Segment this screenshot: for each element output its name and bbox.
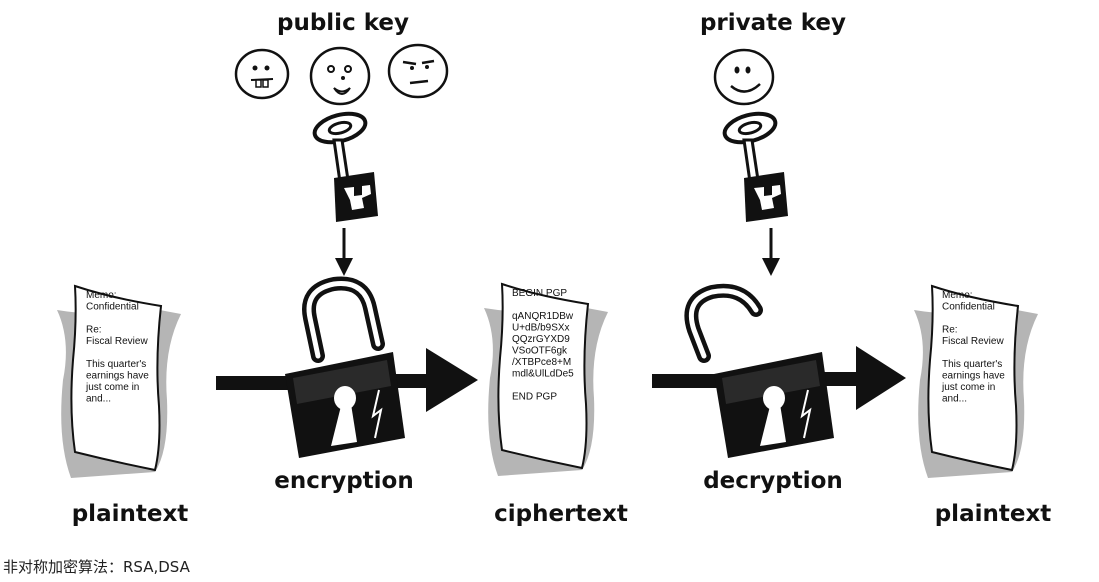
document-line: earnings have	[942, 371, 1005, 382]
decryption-label: decryption	[703, 468, 843, 494]
document-line: BEGIN PGP	[512, 288, 567, 299]
ciphertext-label: ciphertext	[494, 501, 628, 527]
smiley-face-icon	[713, 48, 775, 106]
face-icon-2	[309, 46, 371, 106]
document-line: qANQR1DBw	[512, 311, 574, 322]
document-line	[86, 348, 89, 359]
document-line: U+dB/b9SXx	[512, 323, 570, 334]
document-line: Re:	[86, 325, 102, 336]
plaintext-document-left: Memo:Confidential Re:Fiscal Review This …	[56, 285, 182, 479]
document-line: and...	[942, 394, 967, 405]
face-icon-1	[234, 48, 290, 100]
face-icon-3	[387, 43, 449, 99]
flow-arrow-1	[216, 376, 306, 390]
document-line: and...	[86, 394, 111, 405]
locked-padlock-icon	[284, 276, 406, 459]
flow-arrow-4	[820, 346, 906, 410]
document-line: VSoOTF6gk	[512, 346, 568, 357]
public-key-label: public key	[277, 10, 409, 36]
document-line: earnings have	[86, 371, 149, 382]
document-line: just come in	[85, 382, 139, 393]
document-line: just come in	[941, 382, 995, 393]
flow-arrow-2	[390, 348, 478, 412]
encryption-label: encryption	[274, 468, 413, 494]
encryption-diagram: public key private key encryption decryp…	[56, 10, 1052, 527]
document-line	[512, 380, 515, 391]
document-line	[942, 348, 945, 359]
document-line: Fiscal Review	[86, 336, 148, 347]
document-line: Memo:	[942, 290, 973, 301]
document-line: Confidential	[86, 302, 139, 313]
document-line: mdl&UlLdDe5	[512, 369, 574, 380]
document-line	[86, 313, 89, 324]
document-line: Memo:	[86, 290, 117, 301]
flow-arrow-3	[652, 374, 732, 388]
private-key-label: private key	[700, 10, 846, 36]
document-line	[512, 300, 515, 311]
document-line: QQzrGYXD9	[512, 334, 570, 345]
plaintext-left-label: plaintext	[72, 501, 189, 527]
document-line: /XTBPce8+M	[512, 357, 571, 368]
document-line: Re:	[942, 325, 958, 336]
public-key-icon	[309, 106, 380, 224]
document-line: Confidential	[942, 302, 995, 313]
svg-text:Memo:Confidential Re:Fiscal Re: Memo:Confidential Re:Fiscal Review This …	[941, 290, 1005, 405]
plaintext-document-right: Memo:Confidential Re:Fiscal Review This …	[913, 285, 1039, 479]
caption: 非对称加密算法：RSA,DSA	[3, 558, 190, 576]
document-line	[942, 313, 945, 324]
document-line: END PGP	[512, 392, 557, 403]
plaintext-right-label: plaintext	[935, 501, 1052, 527]
svg-text:Memo:Confidential Re:Fiscal Re: Memo:Confidential Re:Fiscal Review This …	[85, 290, 149, 405]
document-line: This quarter's	[942, 359, 1002, 370]
unlocked-padlock-icon	[684, 283, 835, 459]
down-arrow-icon	[762, 228, 780, 276]
document-line: Fiscal Review	[942, 336, 1004, 347]
down-arrow-icon	[335, 228, 353, 276]
private-key-icon	[719, 106, 790, 224]
document-line: This quarter's	[86, 359, 146, 370]
